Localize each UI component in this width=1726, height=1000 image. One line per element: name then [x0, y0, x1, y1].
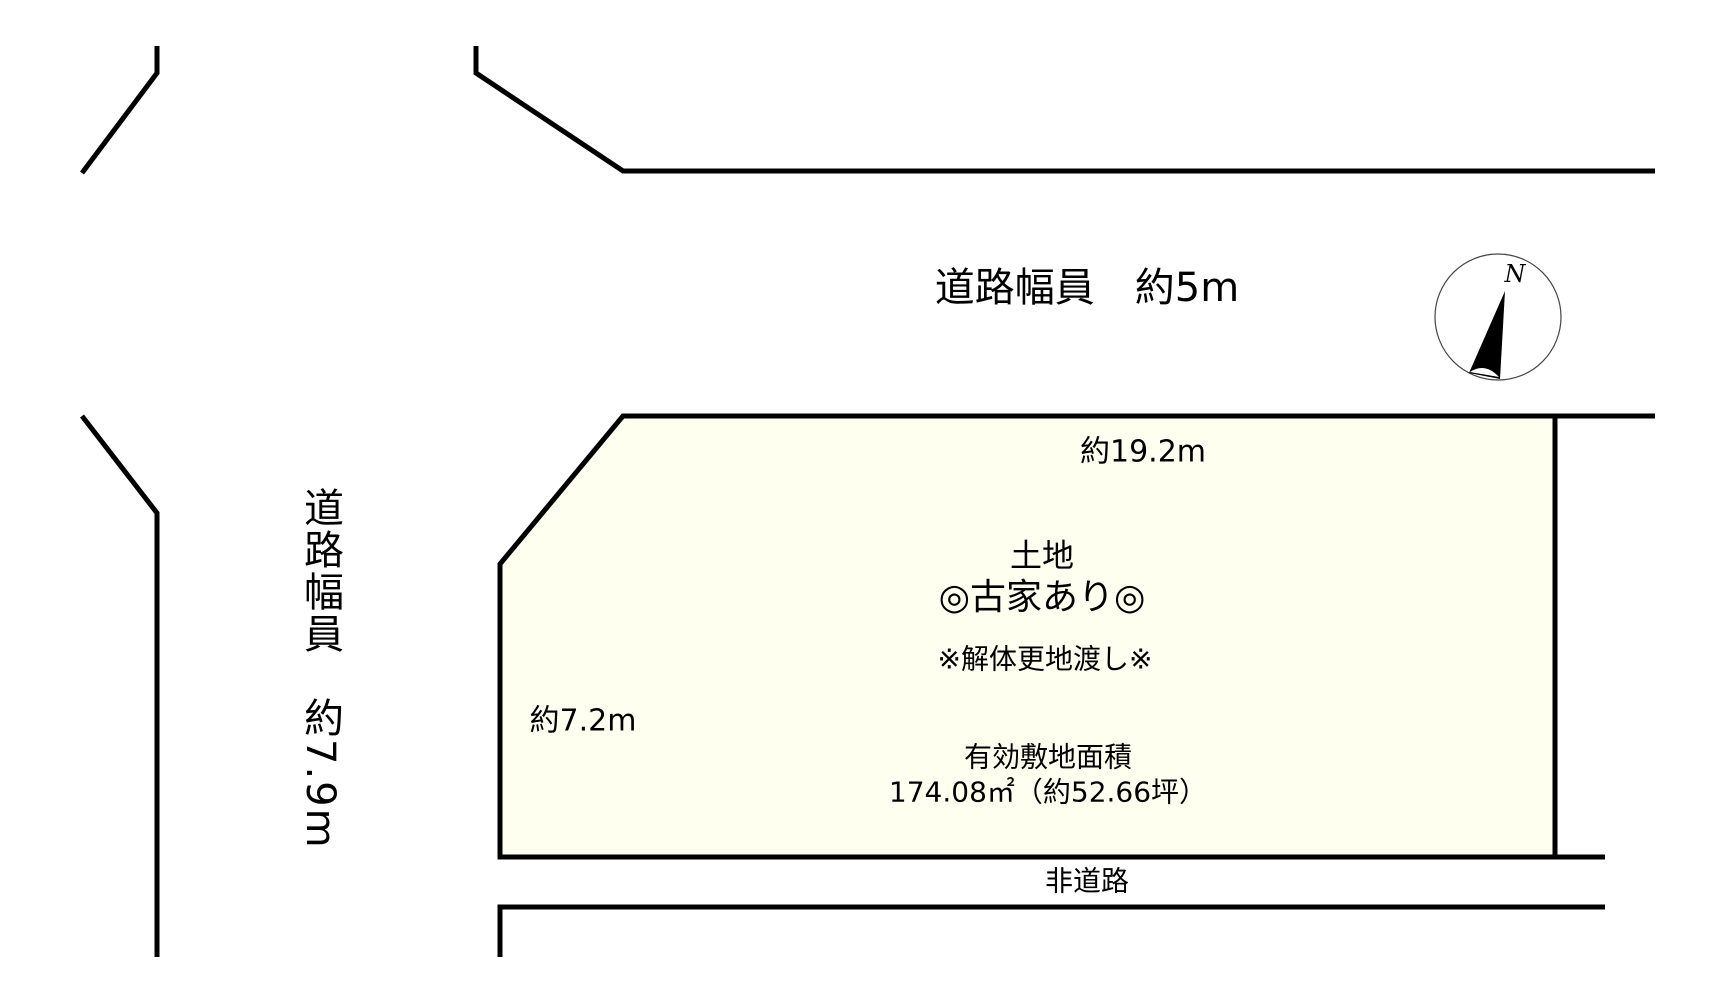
lot-area-label: 有効敷地面積: [963, 740, 1133, 774]
road-top-width-label: 道路幅員 約5m: [934, 265, 1240, 311]
north-arrow-icon: [1434, 253, 1562, 381]
road-bottom-label: 非道路: [1044, 864, 1130, 898]
lot-frontage-label: 約19.2m: [1079, 434, 1207, 470]
lot-subtitle: ◎古家あり◎: [938, 577, 1146, 619]
lot-note: ※解体更地渡し※: [937, 642, 1153, 676]
lot-area-value: 174.08㎡（約52.66坪）: [888, 775, 1208, 809]
road-edge-top: [473, 46, 1655, 174]
lot-boundary: [497, 413, 1558, 860]
road-edge-top-left: [80, 46, 160, 175]
road-edge-left: [80, 414, 160, 957]
non-road-edge-bottom: [497, 904, 1605, 957]
compass-north-label: N: [1504, 259, 1526, 288]
lot-depth-label: 約7.2m: [529, 703, 637, 739]
road-left-width-label: 道路幅員 約7.9m: [297, 487, 343, 850]
lot-title: 土地: [1009, 536, 1075, 575]
